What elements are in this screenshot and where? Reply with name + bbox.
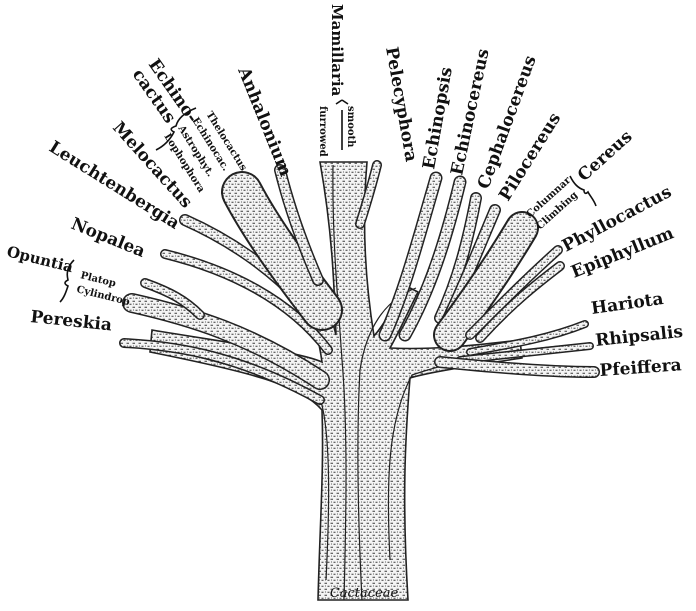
brace-cereus xyxy=(569,175,597,207)
label-mamillaria: Mamillaria xyxy=(328,4,346,97)
label-mamillaria-furrowed: furrowed xyxy=(317,106,328,157)
branch-cephalocereus xyxy=(434,192,482,324)
label-opuntia: Opuntia xyxy=(5,242,75,276)
brace-echinocactus xyxy=(155,107,197,151)
label-cylindrop: Cylindrop xyxy=(75,284,131,308)
branch-hariota xyxy=(466,320,589,356)
branch-echinocereus xyxy=(398,175,467,342)
branch-rhipsalis xyxy=(456,342,594,364)
branch-nopalea xyxy=(140,278,205,320)
branch-epiphyllum xyxy=(475,261,565,343)
branch-pereskia xyxy=(119,338,325,405)
label-cereus: Cereus xyxy=(574,127,636,186)
branch-phyllocactus xyxy=(465,245,563,340)
branch-cereus xyxy=(433,211,539,352)
label-nopalea: Nopalea xyxy=(68,214,148,262)
branch-anhalonium xyxy=(274,164,324,286)
label-pfeiffera: Pfeiffera xyxy=(599,355,682,381)
branch-leuchtenbergia xyxy=(160,249,333,355)
label-root-cactaceae: Cactaceae xyxy=(330,586,399,601)
label-rhipsalis: Rhipsalis xyxy=(594,322,684,351)
branch-opuntia xyxy=(122,293,330,390)
brace-opuntia xyxy=(59,259,75,303)
branch-echinocactus xyxy=(221,171,343,331)
tree-trunk xyxy=(149,161,523,601)
branch-echinopsis xyxy=(378,171,443,342)
brace-mamillaria xyxy=(335,99,349,150)
branch-pelecyphora xyxy=(355,160,382,229)
label-hariota: Hariota xyxy=(590,289,665,319)
label-pelecyphora: Pelecyphora xyxy=(381,45,421,163)
label-mamillaria-smooth: smooth xyxy=(345,106,356,148)
branch-pfeiffera xyxy=(434,356,600,378)
label-pereskia: Pereskia xyxy=(29,307,112,335)
